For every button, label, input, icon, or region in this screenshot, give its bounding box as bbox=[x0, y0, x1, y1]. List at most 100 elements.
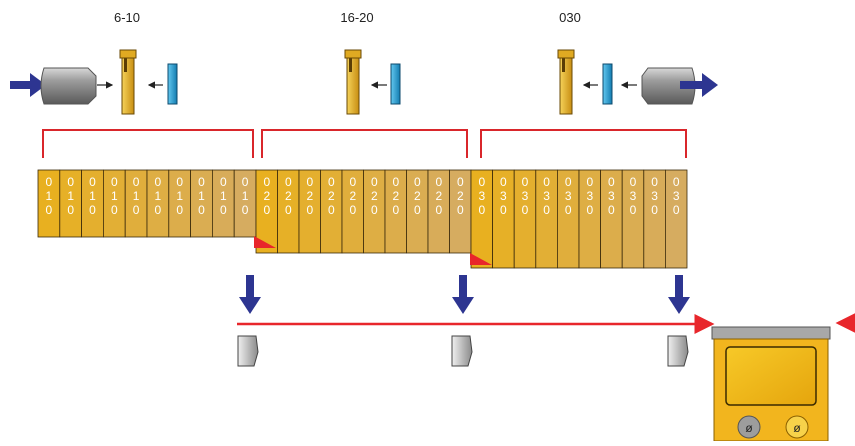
card-3-3-digit-3: 0 bbox=[522, 203, 529, 217]
card-3-7-digit-1: 0 bbox=[608, 175, 615, 189]
card-3-7-digit-3: 0 bbox=[608, 203, 615, 217]
card-2-5-digit-1: 0 bbox=[349, 175, 356, 189]
card-1-9-digit-3: 0 bbox=[220, 203, 227, 217]
card-1-1-digit-1: 0 bbox=[46, 175, 53, 189]
card-2-4-digit-1: 0 bbox=[328, 175, 335, 189]
piece-icon-1 bbox=[237, 335, 259, 367]
card-3-2-digit-3: 0 bbox=[500, 203, 507, 217]
card-1-2-digit-1: 0 bbox=[67, 175, 74, 189]
card-3-9-digit-2: 3 bbox=[651, 189, 658, 203]
flag-marker-1 bbox=[254, 236, 276, 248]
machine-button-2 bbox=[785, 415, 809, 439]
blue-plate-icon-1 bbox=[167, 63, 178, 105]
card-3-2-digit-2: 3 bbox=[500, 189, 507, 203]
card-1-8-digit-2: 1 bbox=[198, 189, 205, 203]
tool-holder-icon-3 bbox=[557, 49, 575, 115]
card-1-7-digit-2: 1 bbox=[176, 189, 183, 203]
card-2-7-digit-2: 2 bbox=[392, 189, 399, 203]
piece-icon-2 bbox=[451, 335, 473, 367]
card-1-9-digit-1: 0 bbox=[220, 175, 227, 189]
machine-icon: ø ø bbox=[711, 326, 831, 442]
card-1-1-digit-2: 1 bbox=[46, 189, 53, 203]
card-2-10-digit-3: 0 bbox=[457, 203, 464, 217]
blue-plate-icon-2 bbox=[390, 63, 401, 105]
card-3-10-digit-2: 3 bbox=[673, 189, 680, 203]
card-1-1-digit-3: 0 bbox=[46, 203, 53, 217]
machine-button-1 bbox=[737, 415, 761, 439]
card-2-3-digit-2: 2 bbox=[306, 189, 313, 203]
card-2-3-digit-3: 0 bbox=[306, 203, 313, 217]
card-2-8-digit-1: 0 bbox=[414, 175, 421, 189]
card-2-1-digit-2: 2 bbox=[263, 189, 270, 203]
card-3-4-digit-3: 0 bbox=[543, 203, 550, 217]
bracket-2 bbox=[261, 129, 468, 158]
machine-screen bbox=[725, 346, 817, 406]
card-2-2-digit-3: 0 bbox=[285, 203, 292, 217]
tool-holder-icon-1 bbox=[119, 49, 137, 115]
card-2-7-digit-1: 0 bbox=[392, 175, 399, 189]
card-2-9-digit-1: 0 bbox=[435, 175, 442, 189]
blue-plate-icon-3 bbox=[602, 63, 613, 105]
card-1-10-digit-3: 0 bbox=[242, 203, 249, 217]
card-3-4-digit-2: 3 bbox=[543, 189, 550, 203]
card-2-2-digit-2: 2 bbox=[285, 189, 292, 203]
card-2-10-digit-1: 0 bbox=[457, 175, 464, 189]
card-1-8-digit-3: 0 bbox=[198, 203, 205, 217]
card-3-3-digit-1: 0 bbox=[522, 175, 529, 189]
machine-button-1-label: ø bbox=[745, 421, 753, 435]
card-3-5-digit-1: 0 bbox=[565, 175, 572, 189]
input-arrow-icon bbox=[10, 73, 46, 97]
card-2-5-digit-2: 2 bbox=[349, 189, 356, 203]
card-1-9-digit-2: 1 bbox=[220, 189, 227, 203]
piece-icon-3 bbox=[667, 335, 689, 367]
card-1-4-digit-1: 0 bbox=[111, 175, 118, 189]
card-1-3-digit-1: 0 bbox=[89, 175, 96, 189]
card-2-8-digit-2: 2 bbox=[414, 189, 421, 203]
card-2-9-digit-3: 0 bbox=[435, 203, 442, 217]
card-3-6-digit-3: 0 bbox=[586, 203, 593, 217]
card-1-5-digit-1: 0 bbox=[133, 175, 140, 189]
card-1-4-digit-3: 0 bbox=[111, 203, 118, 217]
flag-marker-2 bbox=[470, 253, 492, 265]
card-1-4-digit-2: 1 bbox=[111, 189, 118, 203]
card-2-10-digit-2: 2 bbox=[457, 189, 464, 203]
card-1-6-digit-2: 1 bbox=[155, 189, 162, 203]
card-1-8-digit-1: 0 bbox=[198, 175, 205, 189]
card-1-10-digit-2: 1 bbox=[242, 189, 249, 203]
card-3-5-digit-3: 0 bbox=[565, 203, 572, 217]
card-1-2-digit-2: 1 bbox=[67, 189, 74, 203]
card-2-6-digit-2: 2 bbox=[371, 189, 378, 203]
card-1-3-digit-3: 0 bbox=[89, 203, 96, 217]
card-3-8-digit-1: 0 bbox=[630, 175, 637, 189]
card-3-6-digit-1: 0 bbox=[586, 175, 593, 189]
card-1-3-digit-2: 1 bbox=[89, 189, 96, 203]
down-arrow-2 bbox=[452, 275, 474, 314]
bracket-1 bbox=[42, 129, 254, 158]
card-3-9-digit-3: 0 bbox=[651, 203, 658, 217]
card-2-4-digit-2: 2 bbox=[328, 189, 335, 203]
tool-holder-icon-2 bbox=[344, 49, 362, 115]
card-2-4-digit-3: 0 bbox=[328, 203, 335, 217]
card-3-10-digit-1: 0 bbox=[673, 175, 680, 189]
card-2-1-digit-3: 0 bbox=[263, 203, 270, 217]
output-cylinder-icon bbox=[641, 67, 696, 105]
card-1-7-digit-3: 0 bbox=[176, 203, 183, 217]
card-2-6-digit-1: 0 bbox=[371, 175, 378, 189]
card-3-9-digit-1: 0 bbox=[651, 175, 658, 189]
down-arrow-1 bbox=[239, 275, 261, 314]
card-2-8-digit-3: 0 bbox=[414, 203, 421, 217]
card-1-6-digit-3: 0 bbox=[155, 203, 162, 217]
card-3-3-digit-2: 3 bbox=[522, 189, 529, 203]
machine-button-2-label: ø bbox=[793, 421, 801, 435]
card-3-1-digit-3: 0 bbox=[478, 203, 485, 217]
card-3-7-digit-2: 3 bbox=[608, 189, 615, 203]
group-label-3: 030 bbox=[559, 10, 581, 25]
card-3-6-digit-2: 3 bbox=[586, 189, 593, 203]
card-2-1-digit-1: 0 bbox=[263, 175, 270, 189]
card-3-5-digit-2: 3 bbox=[565, 189, 572, 203]
card-1-5-digit-2: 1 bbox=[133, 189, 140, 203]
card-2-6-digit-3: 0 bbox=[371, 203, 378, 217]
blank-cylinder-icon bbox=[40, 67, 97, 105]
